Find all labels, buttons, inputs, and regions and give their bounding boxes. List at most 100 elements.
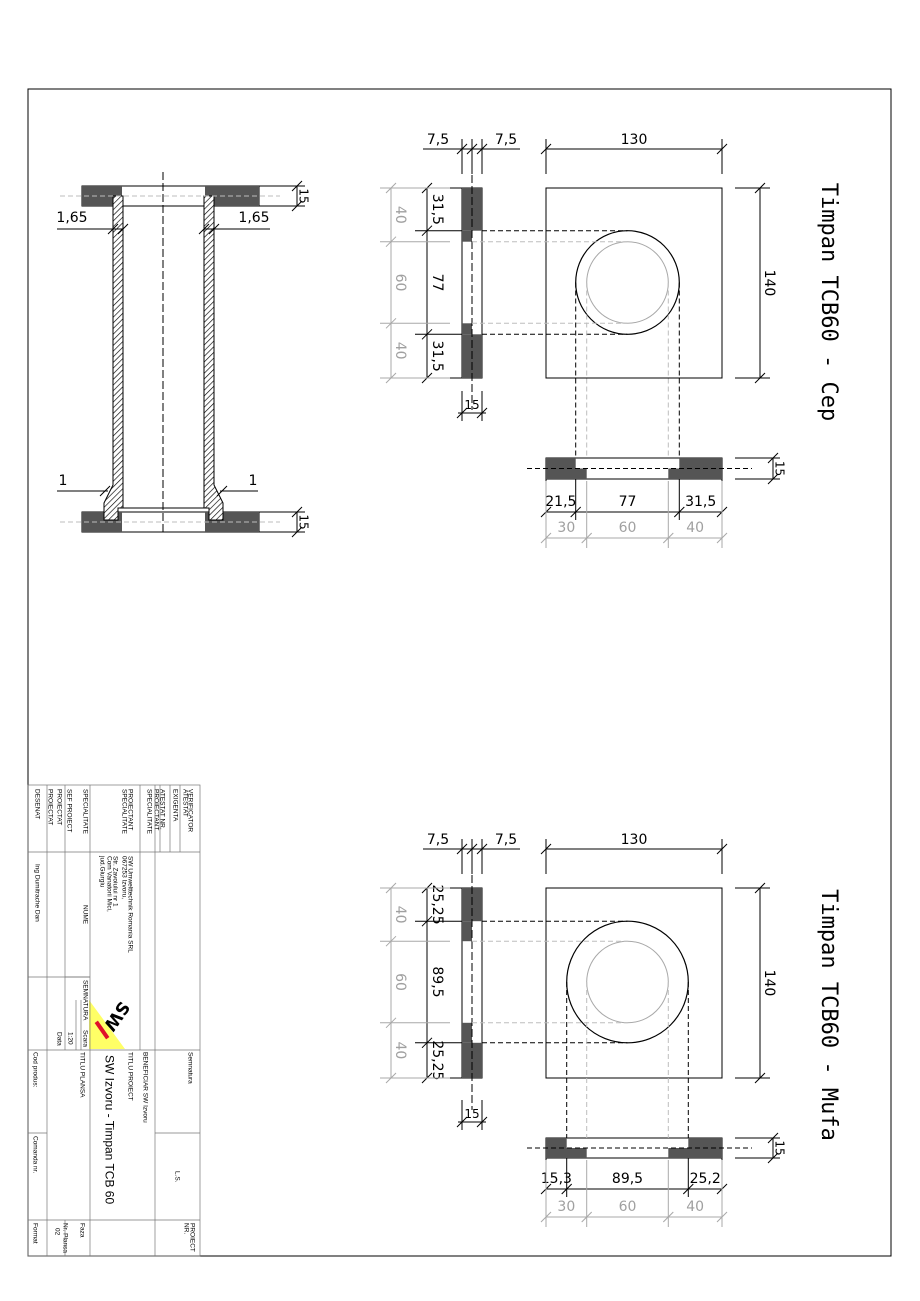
dimension-tick bbox=[107, 223, 119, 235]
dimension-label: 30 bbox=[557, 1199, 575, 1215]
title-block-label: EXIGENTA bbox=[172, 789, 179, 822]
company-address: 067253 Izvoru, bbox=[121, 856, 128, 899]
scale-label: Scara bbox=[82, 1030, 89, 1047]
title-block-label: PROIECTAT bbox=[56, 789, 63, 825]
dimension-label: 77 bbox=[619, 494, 637, 510]
dimension-label: 15 bbox=[773, 1140, 787, 1155]
dimension-label: 77 bbox=[429, 274, 445, 292]
sheet-title-label: TITLU PLANSA bbox=[79, 1052, 86, 1098]
inner-opening-circle bbox=[586, 241, 669, 324]
sheet-number: 02 bbox=[54, 1228, 61, 1236]
plan-section-fill bbox=[546, 1148, 587, 1158]
dimension-label: 15 bbox=[464, 398, 479, 412]
dimension-label: 60 bbox=[619, 1199, 637, 1215]
title-block-label: VERIFICATOR bbox=[187, 789, 194, 832]
dimension-label: 60 bbox=[392, 274, 408, 292]
pipe-section bbox=[81, 185, 260, 533]
dimension-label: 25,25 bbox=[429, 885, 445, 925]
dimension-label: 7,5 bbox=[495, 832, 517, 848]
project-title-label: TITLU PROIECT bbox=[127, 1052, 134, 1101]
dimension-tick bbox=[117, 223, 129, 235]
company-address: jud.Giurgiu bbox=[99, 855, 106, 888]
project-number-label: PROIECT bbox=[189, 1223, 196, 1252]
pipe-wall-right bbox=[203, 195, 224, 521]
dimension-label: 1,65 bbox=[238, 210, 269, 226]
dimension-label: 7,5 bbox=[495, 132, 517, 148]
dimension-label: 15 bbox=[464, 1107, 479, 1121]
title-block-label: SPECIALITATE bbox=[121, 789, 128, 835]
dimension-label: 31,5 bbox=[429, 194, 445, 225]
date-label: Data bbox=[56, 1032, 63, 1046]
dimension-tick bbox=[208, 223, 220, 235]
logo-bar bbox=[94, 1020, 110, 1040]
side-section-fill bbox=[462, 1022, 472, 1043]
dimension-label: 25,25 bbox=[429, 1040, 445, 1080]
title-block-label: ATESTAT NR. bbox=[159, 789, 166, 830]
plan-section-fill bbox=[668, 1148, 722, 1158]
view-title: Timpan TCB60 - Mufa bbox=[816, 889, 841, 1141]
dimension-label: 60 bbox=[619, 520, 637, 536]
plan-section-fill bbox=[546, 1138, 567, 1148]
side-section-fill bbox=[462, 921, 472, 942]
seal-placeholder: L.S. bbox=[174, 1171, 181, 1183]
title-block-label: PROIECTAT bbox=[47, 789, 54, 825]
company-address: Com Vanatorii Mici, bbox=[106, 856, 113, 912]
order-number-label: Comanda nr. bbox=[32, 1136, 39, 1173]
dimension-label: 140 bbox=[761, 970, 777, 997]
title-block-label: SPECIALITATE bbox=[146, 789, 153, 835]
front-view-outline bbox=[545, 887, 723, 1079]
dimension-label: 1 bbox=[249, 473, 258, 489]
phase-label: Faza bbox=[79, 1223, 86, 1238]
column-header: NUME bbox=[82, 905, 89, 925]
dimension-label: 15 bbox=[297, 188, 311, 203]
project-title: SW Izvoru - Timpan TCB 60 bbox=[103, 1055, 117, 1204]
side-section-fill bbox=[462, 323, 472, 335]
plan-section-fill bbox=[679, 458, 722, 469]
format-label: Format bbox=[32, 1223, 39, 1244]
dimension-tick bbox=[99, 485, 111, 497]
dimension-label: 89,5 bbox=[612, 1171, 643, 1187]
dimension-label: 25,2 bbox=[690, 1171, 721, 1187]
logo-background bbox=[89, 1000, 125, 1049]
scale-value: 1:20 bbox=[67, 1032, 74, 1045]
dimension-label: 130 bbox=[621, 132, 648, 148]
project-number-label: NR. bbox=[183, 1223, 190, 1234]
dimension-label: 40 bbox=[686, 1199, 704, 1215]
side-section-fill bbox=[462, 230, 472, 242]
dimension-label: 1 bbox=[59, 473, 68, 489]
title-block-label: PROIECTANT bbox=[127, 789, 134, 830]
dimension-label: 15 bbox=[773, 461, 787, 476]
side-section-fill bbox=[462, 1042, 482, 1078]
beneficiary: BENEFICIAR SW Izvoru bbox=[142, 1052, 149, 1123]
dimension-label: 1,65 bbox=[56, 210, 87, 226]
dimension-label: 15 bbox=[297, 514, 311, 529]
plan-section-fill bbox=[546, 468, 587, 479]
product-code-label: Cod produs: bbox=[32, 1052, 39, 1088]
designer-name: Ing Dumitrache Dan bbox=[34, 864, 41, 922]
dimension-label: 31,5 bbox=[685, 494, 716, 510]
company-logo: SW bbox=[89, 997, 133, 1049]
plan-section-fill bbox=[546, 458, 576, 469]
outer-opening-circle bbox=[575, 230, 680, 335]
dimension-label: 40 bbox=[392, 342, 408, 360]
pipe-wall-left bbox=[103, 195, 124, 521]
dimension-label: 30 bbox=[557, 520, 575, 536]
front-view-outline bbox=[545, 187, 723, 379]
dimension-label: 40 bbox=[392, 1041, 408, 1059]
view-cep bbox=[461, 187, 723, 480]
company-address: SW Umwelttechnik Romania SRL bbox=[127, 856, 134, 953]
plan-section-fill bbox=[688, 1138, 722, 1148]
title-block-label: ATESTAT bbox=[182, 789, 189, 817]
dimension-label: 7,5 bbox=[427, 132, 449, 148]
outer-opening-circle bbox=[566, 920, 689, 1044]
dimension-label: 60 bbox=[392, 973, 408, 991]
plan-section-fill bbox=[668, 468, 722, 479]
dimension-label: 130 bbox=[621, 832, 648, 848]
title-block-label: SPECIALITATE bbox=[82, 789, 89, 835]
dimension-label: 40 bbox=[392, 206, 408, 224]
title-block-label: PROIECTANT bbox=[153, 789, 160, 830]
dimension-label: 89,5 bbox=[429, 966, 445, 997]
column-header: SEMNATURA bbox=[82, 980, 89, 1021]
dimension-label: 21,5 bbox=[545, 494, 576, 510]
